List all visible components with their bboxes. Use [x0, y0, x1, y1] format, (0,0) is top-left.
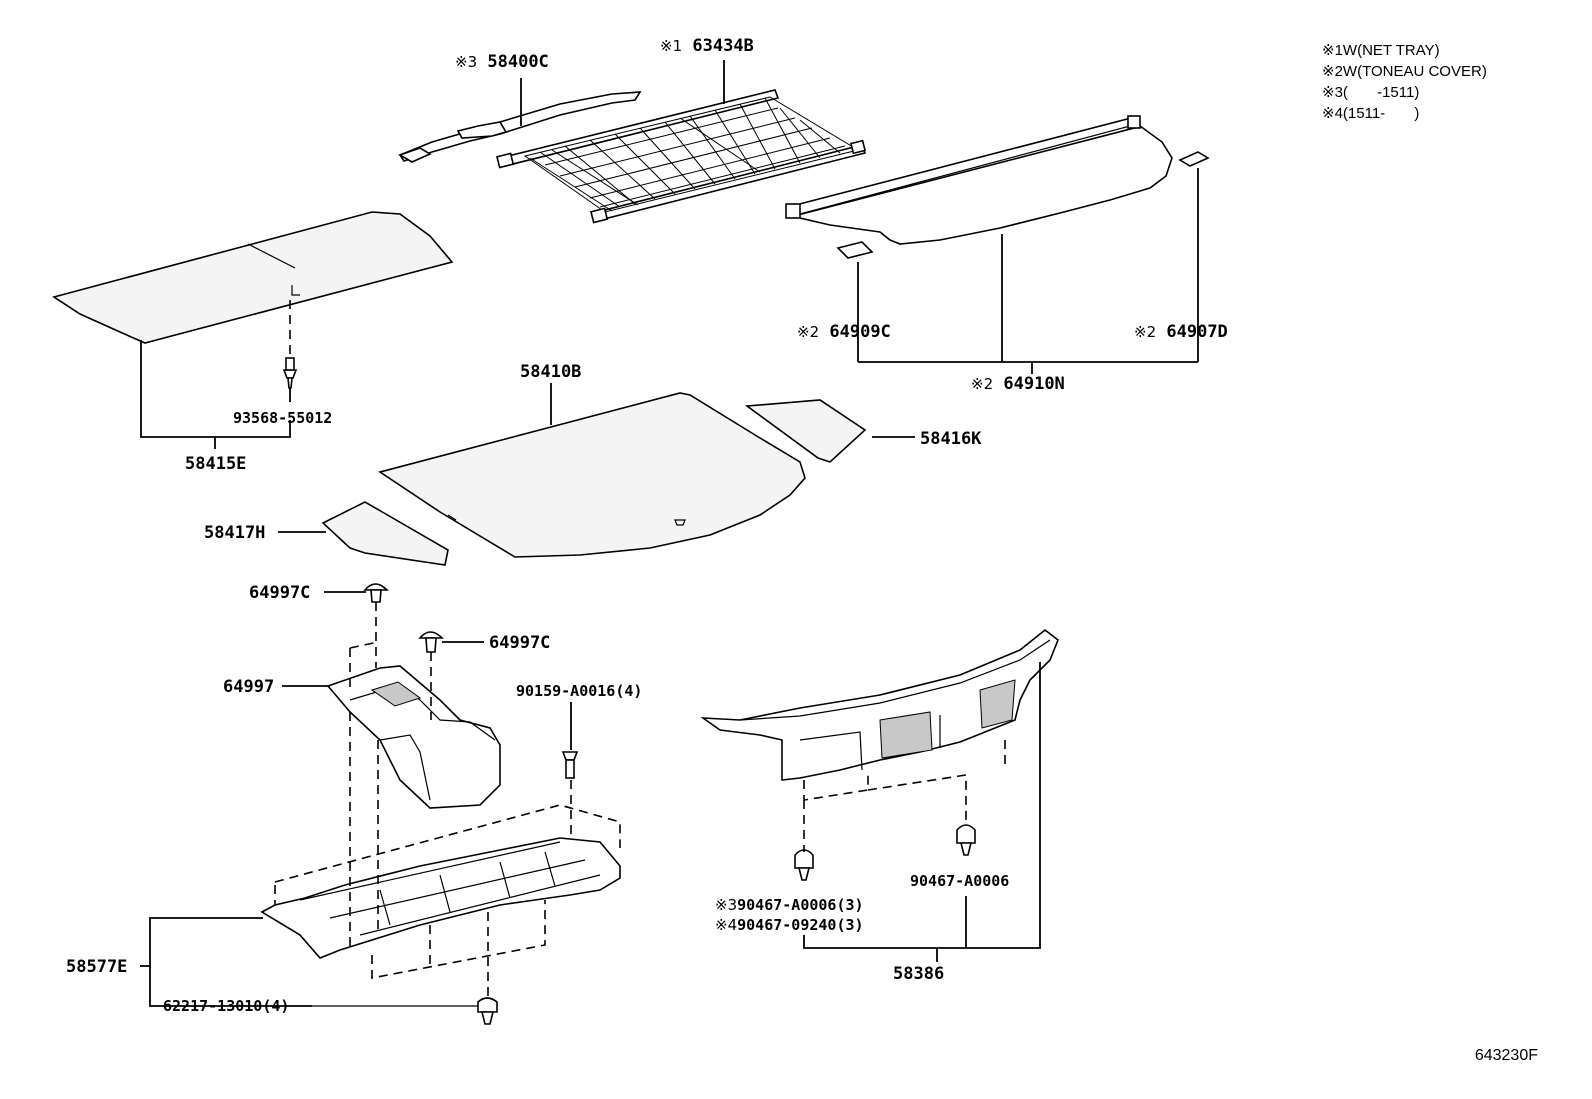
part-number: 58400C — [487, 52, 549, 72]
legend-text: ( -1511) — [1342, 84, 1420, 101]
luggage-strap-drawing — [398, 91, 642, 163]
part-number: 64910N — [1003, 374, 1065, 394]
part-label-64909C: ※2 64909C — [797, 324, 891, 341]
legend-row: ※2W(TONEAU COVER) — [1322, 61, 1487, 82]
part-label-90467-A0006-3: ※390467-A0006(3) — [715, 898, 864, 913]
footnote-mark: ※2 — [797, 323, 820, 341]
footnote-mark: ※2 — [1134, 323, 1157, 341]
part-label-58400C: ※3 58400C — [455, 54, 549, 71]
part-label-93568-55012: 93568-55012 — [233, 411, 332, 426]
part-number: 93568-55012 — [233, 409, 333, 427]
deck-board-58410B-drawing — [378, 392, 806, 558]
part-number: 58410B — [520, 362, 582, 382]
clip-93568-drawing — [282, 357, 298, 389]
part-number: 64997 — [223, 677, 275, 697]
footnote-mark: ※1 — [660, 37, 683, 55]
side-board-58417H-drawing — [321, 501, 449, 566]
part-label-64997C: 64997C — [489, 635, 550, 652]
bolt-90159-drawing — [561, 751, 579, 779]
tonneau-cover-drawing — [785, 115, 1210, 259]
part-label-63434B: ※1 63434B — [660, 38, 754, 55]
legend-mark: ※1 — [1322, 42, 1343, 59]
part-label-62217-13010: 62217-13010(4) — [163, 999, 289, 1014]
clip-64997C-drawings — [363, 583, 444, 653]
part-label-58417H: 58417H — [204, 525, 265, 542]
part-number: 63434B — [692, 36, 754, 56]
part-number: 58415E — [185, 454, 247, 474]
part-label-58577E: 58577E — [66, 959, 127, 976]
part-number: 58416K — [920, 429, 982, 449]
part-number: 90159-A0016(4) — [516, 682, 643, 700]
part-label-64910N: ※2 64910N — [971, 376, 1065, 393]
clip-62217-drawing — [477, 997, 498, 1025]
side-board-58416K-drawing — [744, 399, 867, 463]
legend-row: ※4(1511- ) — [1322, 103, 1487, 124]
part-label-64997C: 64997C — [249, 585, 310, 602]
part-label-58416K: 58416K — [920, 431, 981, 448]
part-label-90467-A0006: 90467-A0006 — [910, 874, 1009, 889]
part-number: 64997C — [489, 633, 551, 653]
footnote-mark: ※3 — [715, 896, 738, 914]
deck-board-cover-drawing — [52, 211, 454, 344]
part-label-58410B: 58410B — [520, 364, 581, 381]
part-number: 90467-A0006 — [910, 872, 1010, 890]
tray-58577E-drawing — [260, 837, 621, 959]
figure-id: 643230F — [1474, 1047, 1538, 1064]
legend: ※1W(NET TRAY) ※2W(TONEAU COVER) ※3( -151… — [1322, 40, 1487, 124]
part-label-64997: 64997 — [223, 679, 274, 696]
part-number: 64907D — [1166, 322, 1228, 342]
part-label-90467-09240: ※490467-09240(3) — [715, 918, 864, 933]
footnote-mark: ※2 — [971, 375, 994, 393]
part-number: 90467-09240(3) — [737, 916, 864, 934]
legend-mark: ※3 — [1322, 84, 1343, 101]
part-number: 90467-A0006(3) — [737, 896, 864, 914]
part-label-58386: 58386 — [893, 966, 944, 983]
legend-text: W(TONEAU COVER) — [1342, 63, 1487, 80]
part-number: 64997C — [249, 583, 311, 603]
dashed-assembly-lines — [274, 602, 1006, 1000]
legend-mark: ※2 — [1322, 63, 1343, 80]
footnote-mark: ※3 — [455, 53, 478, 71]
part-label-90159-A0016: 90159-A0016(4) — [516, 684, 642, 699]
part-number: 58417H — [204, 523, 266, 543]
part-label-64907D: ※2 64907D — [1134, 324, 1228, 341]
tray-box-64997-drawing — [326, 665, 501, 809]
part-number: 58386 — [893, 964, 945, 984]
leader-lines — [140, 60, 1199, 1007]
scuff-plate-58386-drawing — [700, 628, 1059, 781]
legend-text: (1511- ) — [1342, 105, 1420, 122]
legend-text: W(NET TRAY) — [1342, 42, 1440, 59]
legend-row: ※1W(NET TRAY) — [1322, 40, 1487, 61]
legend-mark: ※4 — [1322, 105, 1343, 122]
clip-90467-drawings — [794, 824, 976, 881]
part-number: 64909C — [829, 322, 891, 342]
net-tray-drawing — [496, 89, 867, 224]
footnote-mark: ※4 — [715, 916, 738, 934]
part-label-58415E: 58415E — [185, 456, 246, 473]
part-number: 62217-13010(4) — [163, 997, 290, 1015]
part-number: 58577E — [66, 957, 128, 977]
legend-row: ※3( -1511) — [1322, 82, 1487, 103]
